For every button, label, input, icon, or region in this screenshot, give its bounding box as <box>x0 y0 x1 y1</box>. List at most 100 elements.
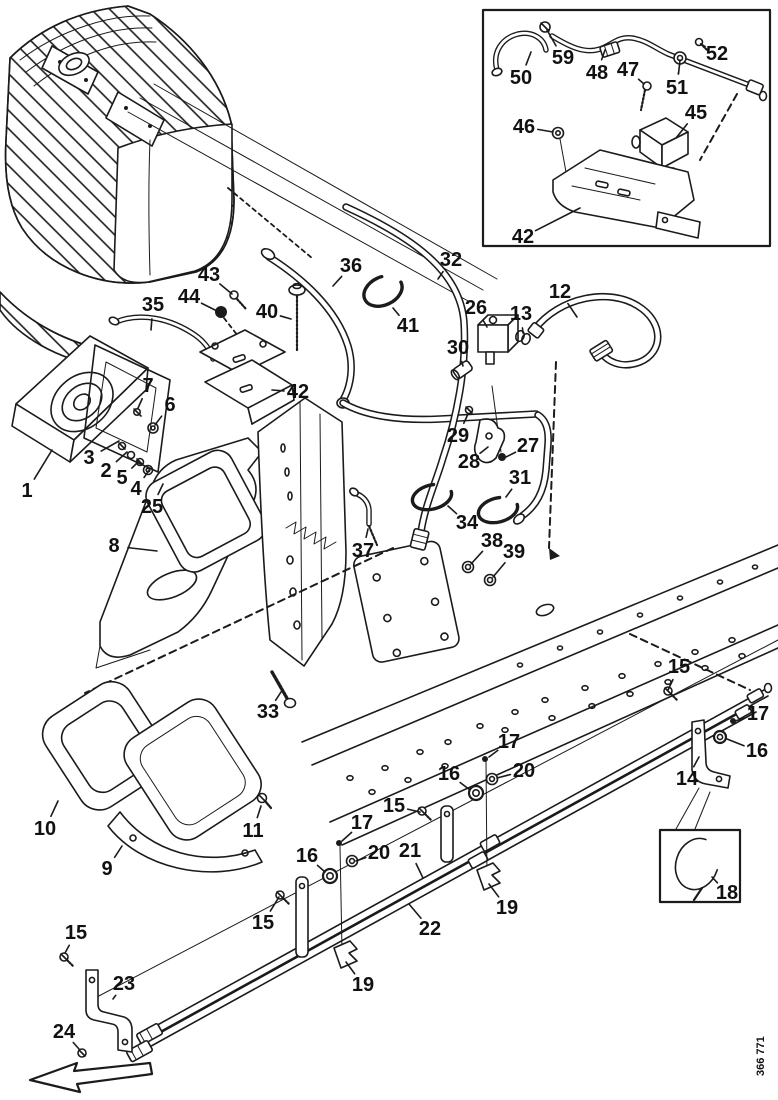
callout-leader-7 <box>137 397 144 409</box>
callout-39: 39 <box>503 541 525 563</box>
callout-inset-46: 46 <box>513 116 535 138</box>
callout-leader-15 <box>667 678 674 691</box>
callout-15: 15 <box>65 922 87 944</box>
callout-leader-41 <box>392 307 400 317</box>
callout-leader-2 <box>115 451 128 463</box>
callout-leader-52 <box>700 43 706 48</box>
callout-leader-43 <box>218 283 233 295</box>
callout-leader-28 <box>479 446 489 455</box>
callout-leader-4 <box>143 468 151 479</box>
clamp-rings-art <box>410 482 520 587</box>
callout-leader-37 <box>365 528 369 539</box>
callout-leader-45 <box>675 123 689 139</box>
callout-15: 15 <box>252 912 274 934</box>
callout-inset-52: 52 <box>706 43 728 65</box>
callout-leader-42 <box>271 389 285 392</box>
callout-leader-16 <box>726 738 745 747</box>
callout-leader-15 <box>406 808 421 813</box>
callout-leader-42 <box>534 207 581 232</box>
direction-arrow-icon <box>28 1061 154 1094</box>
callout-leader-9 <box>113 845 123 859</box>
callout-leader-39 <box>492 561 506 578</box>
screw-15-art <box>59 686 679 968</box>
heater-unit-art <box>11 335 171 476</box>
callout-leader-25 <box>157 483 164 496</box>
callout-leader-59 <box>546 29 557 47</box>
callout-29: 29 <box>447 425 469 447</box>
callout-30: 30 <box>447 337 469 359</box>
callout-20: 20 <box>513 760 535 782</box>
callout-7: 7 <box>142 375 153 397</box>
callout-13: 13 <box>510 303 532 325</box>
callout-12: 12 <box>549 281 571 303</box>
callout-leader-8 <box>127 546 158 552</box>
callout-17: 17 <box>747 703 769 725</box>
callout-19: 19 <box>352 974 374 996</box>
callout-19: 19 <box>496 897 518 919</box>
callout-leader-16 <box>459 781 471 791</box>
callout-leader-26 <box>482 319 488 328</box>
cab-and-tank-art <box>0 5 235 367</box>
callout-33: 33 <box>257 701 279 723</box>
callout-6: 6 <box>164 394 175 416</box>
callout-2: 2 <box>100 460 111 482</box>
callout-1: 1 <box>21 480 32 502</box>
callout-leader-10 <box>50 800 59 818</box>
callout-leader-12 <box>567 302 578 318</box>
callout-leader-19 <box>488 883 500 898</box>
clip-detail-box <box>658 787 742 904</box>
pipes-art <box>59 682 773 1063</box>
callout-leader-30 <box>460 360 464 367</box>
callout-4: 4 <box>130 478 142 500</box>
callout-leader-23 <box>112 994 117 1000</box>
callout-15: 15 <box>383 795 405 817</box>
callout-leader-31 <box>505 488 513 498</box>
callout-leader-14 <box>692 756 700 768</box>
callout-inset-51: 51 <box>666 77 688 99</box>
callout-32: 32 <box>440 249 462 271</box>
callout-leader-1 <box>33 449 53 480</box>
callout-leader-16 <box>316 864 326 873</box>
callout-22: 22 <box>419 918 441 940</box>
callout-leader-3 <box>100 440 120 452</box>
figure-code: 366 771 <box>755 1036 767 1076</box>
callout-9: 9 <box>101 858 112 880</box>
cover-art <box>41 670 297 873</box>
callout-37: 37 <box>352 540 374 562</box>
callout-leader-34 <box>447 505 458 515</box>
callout-leader-22 <box>408 903 422 920</box>
callout-24: 24 <box>53 1021 76 1043</box>
callout-leader-40 <box>279 315 292 320</box>
callout-inset-47: 47 <box>617 59 639 81</box>
inset-box <box>481 8 772 248</box>
callout-17: 17 <box>351 812 373 834</box>
callout-16: 16 <box>296 845 318 867</box>
callout-leader-18 <box>711 876 719 884</box>
callout-8: 8 <box>108 535 119 557</box>
callout-leader-21 <box>415 862 424 879</box>
callout-inset-59: 59 <box>552 47 574 69</box>
callout-leader-29 <box>462 413 469 425</box>
callout-40: 40 <box>256 301 278 323</box>
callout-43: 43 <box>198 264 220 286</box>
callout-leader-50 <box>525 51 532 66</box>
callout-15: 15 <box>668 656 690 678</box>
callout-38: 38 <box>481 530 503 552</box>
callout-42: 42 <box>287 381 309 403</box>
callout-leader-38 <box>470 550 484 565</box>
callout-leader-15 <box>269 896 280 912</box>
callout-leader-17 <box>488 749 499 758</box>
callout-inset-50: 50 <box>510 67 532 89</box>
callout-leader-6 <box>154 415 163 426</box>
callout-16: 16 <box>746 740 768 762</box>
callout-leader-46 <box>536 128 554 133</box>
callout-leader-5 <box>131 460 140 469</box>
callout-inset-42: 42 <box>512 226 534 248</box>
callout-leader-13 <box>521 327 524 334</box>
callout-11: 11 <box>242 820 263 842</box>
heater-hoses-art <box>260 203 662 560</box>
callout-leader-33 <box>274 691 282 702</box>
bracket-42-main-art <box>199 282 306 425</box>
